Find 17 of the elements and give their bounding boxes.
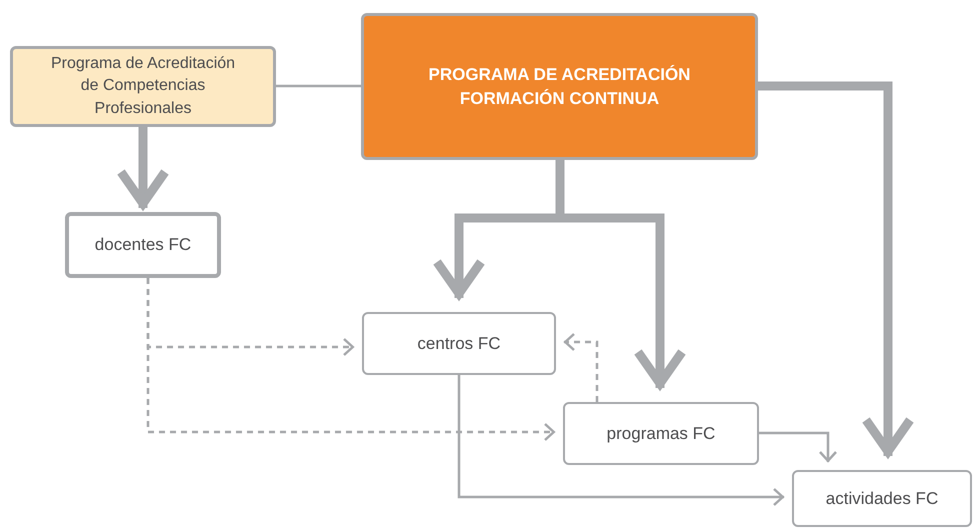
arrow (564, 332, 598, 402)
node-label: PROGRAMA DE ACREDITACIÓN FORMACIÓN CONTINUA (428, 64, 692, 110)
node-label: Programa de Acreditación de Competencias Profesionales (50, 54, 236, 119)
main-program-box (361, 13, 758, 160)
arrow (458, 375, 784, 506)
process-box (792, 470, 972, 527)
connector-line (276, 84, 361, 88)
process-box (362, 312, 556, 375)
node-label: actividades FC (824, 488, 940, 510)
program-box (10, 46, 276, 127)
node-label: centros FC (416, 332, 502, 355)
node-label: programas FC (606, 422, 716, 445)
process-box (65, 212, 221, 278)
process-box (563, 402, 759, 465)
arrow (146, 278, 555, 442)
arrow (759, 432, 838, 462)
node-label: docentes FC (94, 234, 192, 256)
